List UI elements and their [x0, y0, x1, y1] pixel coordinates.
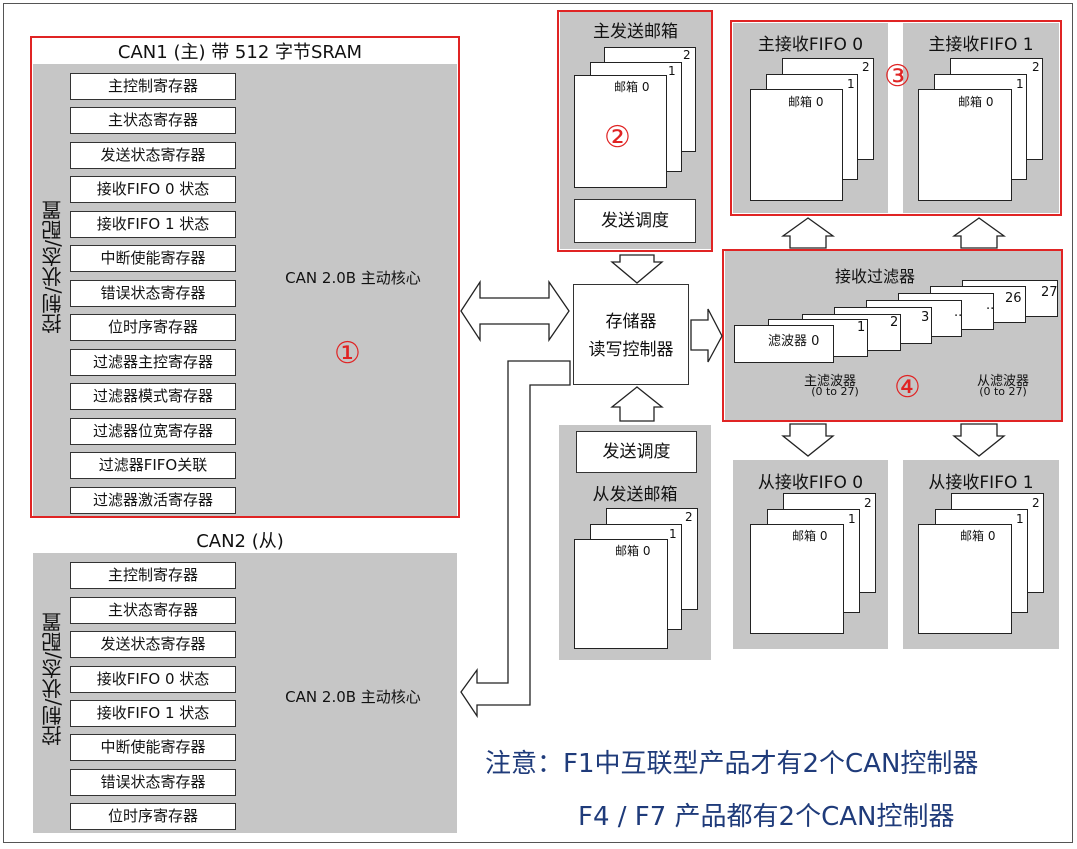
master-tx-highlight [557, 10, 713, 252]
master-rx1-mailbox-2-label: 2 [1032, 60, 1040, 74]
slave-tx-mailbox-2-label: 2 [685, 510, 693, 524]
register-filter-scale: 过滤器位宽寄存器 [70, 418, 236, 445]
slave-tx-mailbox-0 [574, 539, 668, 649]
register-filter-master: 过滤器主控寄存器 [70, 349, 236, 376]
register-bit-timing: 位时序寄存器 [70, 314, 236, 341]
can2-bus-arrow [460, 360, 571, 719]
can1-highlight [30, 36, 460, 518]
master-rx0-mailbox-0-label: 邮箱 0 [788, 95, 824, 109]
master-filter-label: 主滤波器 [803, 374, 856, 389]
marker-2: ② [604, 120, 631, 155]
master-rx0-mailbox-0 [750, 89, 843, 201]
master-rx1-up-arrow [951, 217, 1007, 249]
master-tx-mailbox-2-label: 2 [683, 48, 691, 62]
filter-highlight [722, 249, 1063, 422]
register-master-control: 主控制寄存器 [70, 562, 236, 589]
master-tx-mailbox-0 [574, 75, 667, 188]
register-filter-fifo-assign: 过滤器FIFO关联 [70, 452, 236, 479]
master-tx-scheduler: 发送调度 [574, 199, 696, 243]
can1-core-label: CAN 2.0B 主动核心 [285, 269, 421, 287]
register-interrupt-enable: 中断使能寄存器 [70, 734, 236, 761]
register-error-status: 错误状态寄存器 [70, 769, 236, 796]
filter-26-label: 26 [1005, 291, 1022, 306]
master-rx0-mailbox-2-label: 2 [862, 60, 870, 74]
slave-rx1-mailbox-0 [918, 524, 1012, 634]
master-rx0-up-arrow [780, 217, 836, 249]
master-rx0-mailbox-1-label: 1 [847, 77, 855, 91]
slave-rx0-mailbox-0-label: 邮箱 0 [792, 529, 828, 543]
master-tx-down-arrow [610, 254, 664, 284]
slave-tx-mailbox-0-label: 邮箱 0 [615, 544, 651, 558]
master-tx-mailbox-1-label: 1 [668, 64, 676, 78]
can2-core-label: CAN 2.0B 主动核心 [285, 688, 421, 706]
register-error-status: 错误状态寄存器 [70, 280, 236, 307]
register-interrupt-enable: 中断使能寄存器 [70, 245, 236, 272]
slave-filter-range: (0 to 27) [979, 385, 1027, 398]
note-line-1: 注意：F1中互联型产品才有2个CAN控制器 [485, 749, 979, 779]
slave-filter-label: 从滤波器 [976, 374, 1029, 389]
register-tx-status: 发送状态寄存器 [70, 142, 236, 169]
register-bit-timing: 位时序寄存器 [70, 803, 236, 830]
slave-rx1-mailbox-0-label: 邮箱 0 [960, 529, 996, 543]
slave-rx0-down-arrow [781, 423, 835, 457]
slave-rx1-mailbox-2-label: 2 [1032, 496, 1040, 510]
master-rx-highlight [730, 20, 1062, 216]
register-master-control: 主控制寄存器 [70, 73, 236, 100]
master-rx1-mailbox-0-label: 邮箱 0 [958, 95, 994, 109]
can1-bus-arrow [460, 279, 570, 343]
slave-rx1-mailbox-1-label: 1 [1016, 512, 1024, 526]
filter-3-label: 3 [921, 310, 930, 325]
register-rx-fifo0-status: 接收FIFO 0 状态 [70, 176, 236, 203]
master-rx1-title: 主接收FIFO 1 [928, 35, 1034, 55]
master-rx0-title: 主接收FIFO 0 [757, 35, 864, 55]
filter-dots-1-label: .. [954, 305, 963, 320]
filter-0 [734, 325, 834, 363]
filter-2-label: 2 [890, 315, 899, 330]
slave-rx1-title: 从接收FIFO 1 [928, 473, 1034, 493]
master-rx1-mailbox-1-label: 1 [1016, 77, 1024, 91]
filter-title: 接收过滤器 [834, 267, 915, 286]
slave-rx0-mailbox-0 [750, 524, 844, 634]
slave-tx-mailbox-1-label: 1 [669, 527, 677, 541]
register-master-status: 主状态寄存器 [70, 107, 236, 134]
slave-rx0-mailbox-2-label: 2 [864, 496, 872, 510]
memory-controller-line1: 存储器 [605, 312, 657, 332]
master-rx1-mailbox-0 [918, 89, 1012, 201]
filter-27-label: 27 [1041, 285, 1058, 300]
marker-4: ④ [894, 370, 921, 405]
register-rx-fifo1-status: 接收FIFO 1 状态 [70, 211, 236, 238]
slave-tx-up-arrow [610, 386, 664, 422]
slave-tx-scheduler: 发送调度 [576, 431, 697, 473]
slave-rx1-down-arrow [952, 423, 1006, 457]
marker-1: ① [334, 336, 361, 371]
master-tx-mailbox-0-label: 邮箱 0 [614, 80, 650, 94]
slave-rx0-title: 从接收FIFO 0 [757, 473, 864, 493]
memory-controller: 存储器 读写控制器 [573, 284, 689, 385]
register-filter-mode: 过滤器模式寄存器 [70, 383, 236, 410]
register-rx-fifo0-status: 接收FIFO 0 状态 [70, 666, 236, 693]
register-master-status: 主状态寄存器 [70, 597, 236, 624]
can1-title: CAN1 (主) 带 512 字节SRAM [117, 42, 363, 63]
marker-3: ③ [884, 59, 911, 94]
slave-rx0-mailbox-1-label: 1 [848, 512, 856, 526]
register-filter-activation: 过滤器激活寄存器 [70, 487, 236, 514]
master-tx-title: 主发送邮箱 [593, 22, 678, 42]
register-tx-status: 发送状态寄存器 [70, 631, 236, 658]
filter-dots-2-label: .. [986, 298, 995, 313]
filter-0-label: 滤波器 0 [768, 334, 820, 349]
register-rx-fifo1-status: 接收FIFO 1 状态 [70, 700, 236, 727]
note-line-2: F4 / F7 产品都有2个CAN控制器 [578, 802, 955, 832]
memory-controller-line2: 读写控制器 [588, 340, 674, 360]
slave-tx-title: 从发送邮箱 [592, 485, 678, 505]
controller-right-arrow [690, 308, 723, 363]
can2-title: CAN2 (从) [196, 531, 284, 552]
filter-1-label: 1 [857, 320, 866, 335]
master-filter-range: (0 to 27) [811, 385, 859, 398]
diagram-frame [3, 3, 1073, 843]
